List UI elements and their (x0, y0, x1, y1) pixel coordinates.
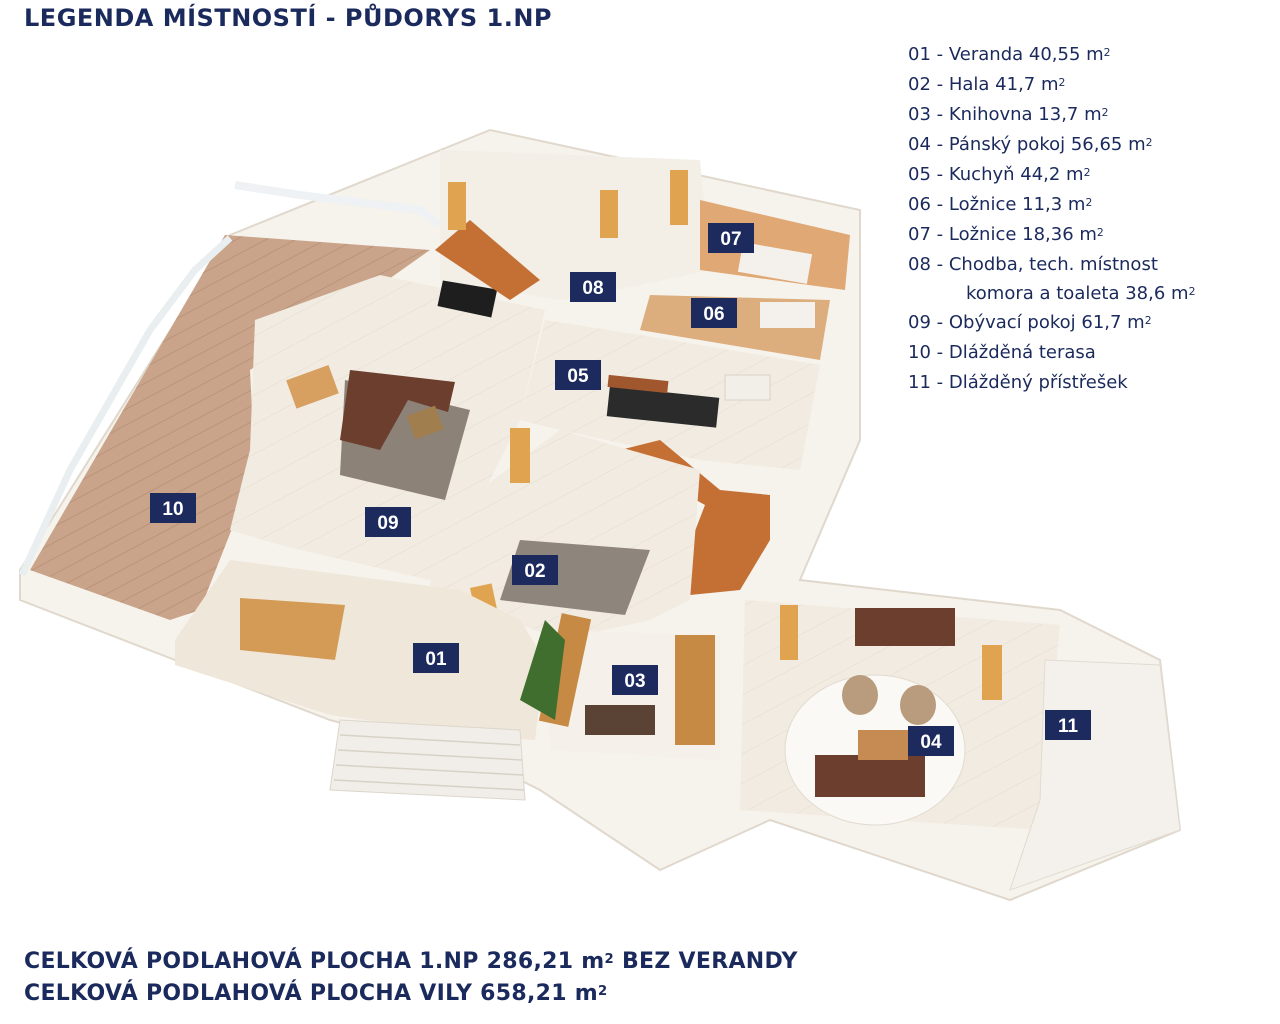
kitchen-dining-table (724, 374, 771, 401)
room-label-10: 10 (150, 493, 196, 523)
room-label-text: 07 (720, 229, 741, 250)
bookshelf (675, 635, 715, 745)
veranda-table (240, 598, 345, 660)
room-label-text: 06 (703, 304, 724, 325)
coffee-table (406, 405, 444, 440)
legend-item: 01 - Veranda 40,55 m2 (908, 44, 1111, 65)
terrace-railing (18, 235, 233, 577)
kitchen-counter (607, 374, 669, 394)
room-label-text: 01 (425, 649, 447, 670)
armchair (842, 675, 878, 715)
armchair (900, 685, 936, 725)
main-stairs (620, 440, 770, 595)
total-area-villa: CELKOVÁ PODLAHOVÁ PLOCHA VILY 658,21 m2 (24, 981, 608, 1006)
living-sofa (340, 370, 455, 450)
floor-plan-3d: 01 02 03 04 05 06 07 08 09 10 11 (18, 128, 1182, 902)
living-dining-table (286, 365, 339, 409)
room-label-08: 08 (570, 272, 616, 302)
veranda-stairs (329, 719, 526, 801)
door (510, 428, 530, 483)
room-07-bedroom (700, 200, 850, 290)
room-label-text: 08 (582, 278, 603, 299)
bed-06 (760, 302, 815, 328)
legend-item: 05 - Kuchyň 44,2 m2 (908, 164, 1091, 185)
door (670, 170, 688, 225)
legend-item: 07 - Ložnice 18,36 m2 (908, 224, 1104, 245)
bed-07 (737, 242, 813, 284)
legend-item-continuation: komora a toaleta 38,6 m2 (966, 283, 1196, 304)
legend-item: 11 - Dlážděný přístřešek (908, 372, 1128, 393)
room-legend: 01 - Veranda 40,55 m2 02 - Hala 41,7 m2 … (908, 40, 1268, 398)
plant (520, 620, 565, 720)
room-label-text: 03 (624, 671, 645, 692)
legend-item: 03 - Knihovna 13,7 m2 (908, 104, 1109, 125)
door (780, 605, 798, 660)
room-10-terrace (30, 235, 430, 620)
stairs-08 (435, 220, 540, 300)
study-sofa-back (855, 608, 955, 646)
room-label-text: 09 (377, 513, 398, 534)
room-label-text: 02 (524, 561, 545, 582)
room-label-03: 03 (612, 665, 658, 695)
room-label-text: 10 (162, 499, 183, 520)
room-label-04: 04 (908, 726, 954, 756)
study-coffee-table (858, 730, 908, 760)
room-label-09: 09 (365, 507, 411, 537)
room-label-05: 05 (555, 360, 601, 390)
room-label-06: 06 (691, 298, 737, 328)
area-summary: CELKOVÁ PODLAHOVÁ PLOCHA 1.NP 286,21 m2 … (24, 946, 798, 1010)
room-label-07: 07 (708, 223, 754, 253)
veranda-steps (333, 734, 525, 791)
legend-item: 10 - Dlážděná terasa (908, 342, 1096, 363)
room-label-01: 01 (413, 643, 459, 673)
door (982, 645, 1002, 700)
total-area-1np: CELKOVÁ PODLAHOVÁ PLOCHA 1.NP 286,21 m2 … (24, 949, 798, 974)
room-label-02: 02 (512, 555, 558, 585)
study-sofa (815, 755, 925, 797)
room-label-text: 05 (567, 366, 589, 387)
legend-item: 02 - Hala 41,7 m2 (908, 74, 1066, 95)
room-label-text: 11 (1058, 716, 1079, 737)
legend-item: 09 - Obývací pokoj 61,7 m2 (908, 312, 1152, 333)
room-label-11: 11 (1045, 710, 1091, 740)
kitchen-island (606, 386, 720, 428)
legend-item: 04 - Pánský pokoj 56,65 m2 (908, 134, 1153, 155)
page-title: LEGENDA MÍSTNOSTÍ - PŮDORYS 1.NP (24, 4, 553, 32)
door (600, 190, 618, 238)
door (448, 182, 466, 230)
terrace-railing-top (234, 181, 443, 229)
room-label-text: 04 (920, 732, 942, 753)
library-desk (585, 705, 655, 735)
legend-item: 06 - Ložnice 11,3 m2 (908, 194, 1093, 215)
